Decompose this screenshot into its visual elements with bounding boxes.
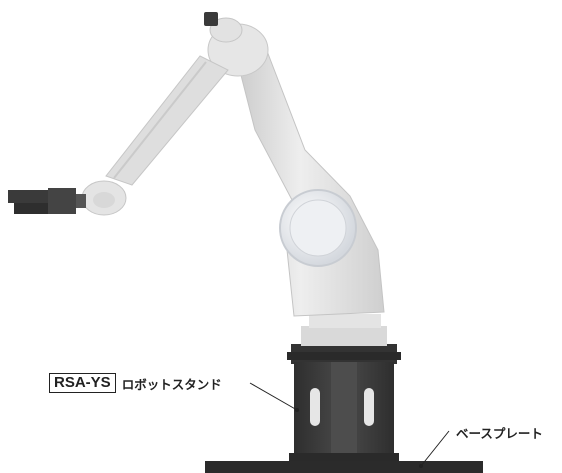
stand-leader-line <box>249 382 298 411</box>
stand-callout: RSA-YS ロボットスタンド <box>49 373 222 393</box>
elbow-cap <box>204 12 218 26</box>
robot-arm <box>81 12 387 346</box>
robot-stand <box>287 344 401 461</box>
base-plate <box>205 461 483 473</box>
stand-model-label: RSA-YS <box>49 373 116 393</box>
plate-leader-line <box>420 430 450 467</box>
base-plate-label: ベースプレート <box>456 426 543 441</box>
stand-slot-right <box>364 388 374 426</box>
stand-name-label: ロボットスタンド <box>121 376 222 392</box>
stand-slot-left <box>310 388 320 426</box>
gripper <box>8 188 86 214</box>
